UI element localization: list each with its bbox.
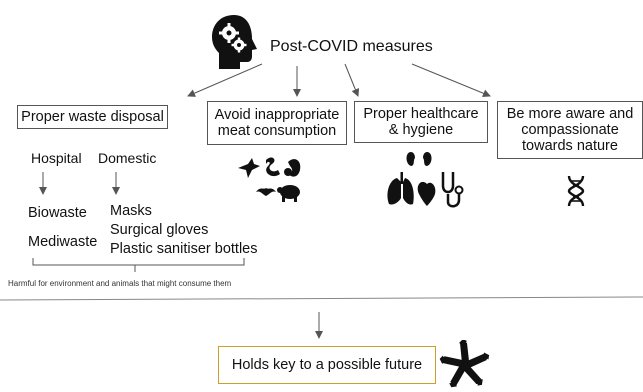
- branch-label: Proper healthcare & hygiene: [363, 105, 479, 138]
- bracket: [32, 258, 245, 266]
- domestic-item: Masks: [110, 203, 152, 219]
- organs-icon: [387, 152, 464, 208]
- hospital-label: Hospital: [31, 150, 82, 166]
- domestic-item: Surgical gloves: [110, 222, 209, 238]
- branch-waste-disposal: Proper waste disposal: [17, 105, 168, 129]
- diagram-title: Post-COVID measures: [270, 38, 433, 55]
- branch-label: Be more aware and compassionate towards …: [506, 105, 634, 155]
- arrow-to-waste: [187, 63, 263, 97]
- domestic-label: Domestic: [98, 150, 157, 166]
- domestic-item: Plastic sanitiser bottles: [110, 241, 258, 257]
- branch-meat-consumption: Avoid inappropriate meat consumption: [207, 101, 347, 145]
- animals-icon: [238, 157, 301, 202]
- branch-healthcare: Proper healthcare & hygiene: [354, 101, 488, 143]
- hospital-item: Biowaste: [28, 205, 87, 221]
- arrow-to-healthcare: [344, 63, 360, 97]
- conclusion-label: Holds key to a possible future: [231, 356, 423, 373]
- branch-nature: Be more aware and compassionate towards …: [497, 101, 643, 159]
- harm-note: Harmful for environment and animals that…: [8, 279, 232, 288]
- branch-label: Proper waste disposal: [21, 108, 164, 125]
- divider-line: [0, 296, 643, 301]
- hands-unity-icon: [439, 340, 490, 388]
- conclusion-box: Holds key to a possible future: [218, 346, 436, 384]
- hospital-item: Mediwaste: [28, 234, 98, 250]
- head-gears-icon: [212, 15, 257, 69]
- arrow-to-nature: [411, 63, 491, 98]
- dna-icon: [567, 175, 585, 207]
- branch-label: Avoid inappropriate meat consumption: [214, 106, 340, 139]
